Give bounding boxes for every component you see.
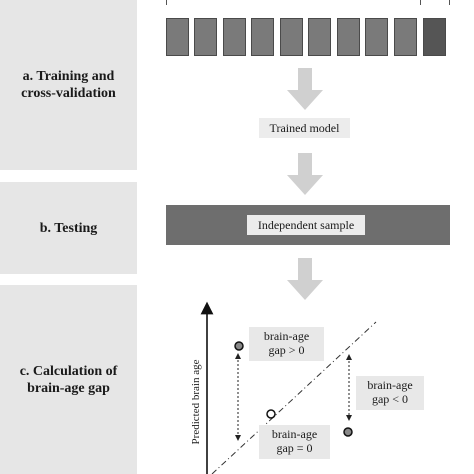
fold-range-tick	[166, 0, 167, 5]
trained-model-label: Trained model	[259, 118, 350, 138]
point-gap-positive	[234, 341, 244, 351]
panel-a-title: a. Training and cross-validation	[21, 69, 116, 101]
cv-fold	[223, 18, 246, 56]
panel-brain-age-gap: c. Calculation of brain-age gap	[0, 285, 137, 474]
cv-fold	[251, 18, 274, 56]
gap-negative-label: brain-age gap < 0	[356, 376, 424, 410]
gap-positive-label: brain-age gap > 0	[249, 327, 324, 361]
point-gap-zero	[266, 409, 276, 419]
cv-fold	[365, 18, 388, 56]
cv-fold	[394, 18, 417, 56]
gap-zero-label: brain-age gap = 0	[259, 425, 330, 459]
point-gap-negative	[343, 427, 353, 437]
cv-fold	[280, 18, 303, 56]
panel-testing: b. Testing	[0, 182, 137, 274]
down-arrow-icon	[287, 68, 323, 110]
panel-b-title: b. Testing	[39, 220, 98, 236]
y-axis-label: Predicted brain age	[190, 359, 202, 445]
down-arrow-icon	[287, 258, 323, 300]
fold-range-tick	[420, 0, 421, 5]
cv-fold	[308, 18, 331, 56]
panel-c-title: c. Calculation of brain-age gap	[19, 363, 118, 396]
cv-fold	[166, 18, 189, 56]
down-arrow-icon	[287, 153, 323, 195]
cv-fold	[337, 18, 360, 56]
cv-fold-validation	[423, 18, 446, 56]
cv-fold	[194, 18, 217, 56]
independent-sample-label: Independent sample	[247, 215, 365, 235]
fold-range-tick	[449, 0, 450, 5]
panel-training-cross-validation: a. Training and cross-validation	[0, 0, 137, 170]
